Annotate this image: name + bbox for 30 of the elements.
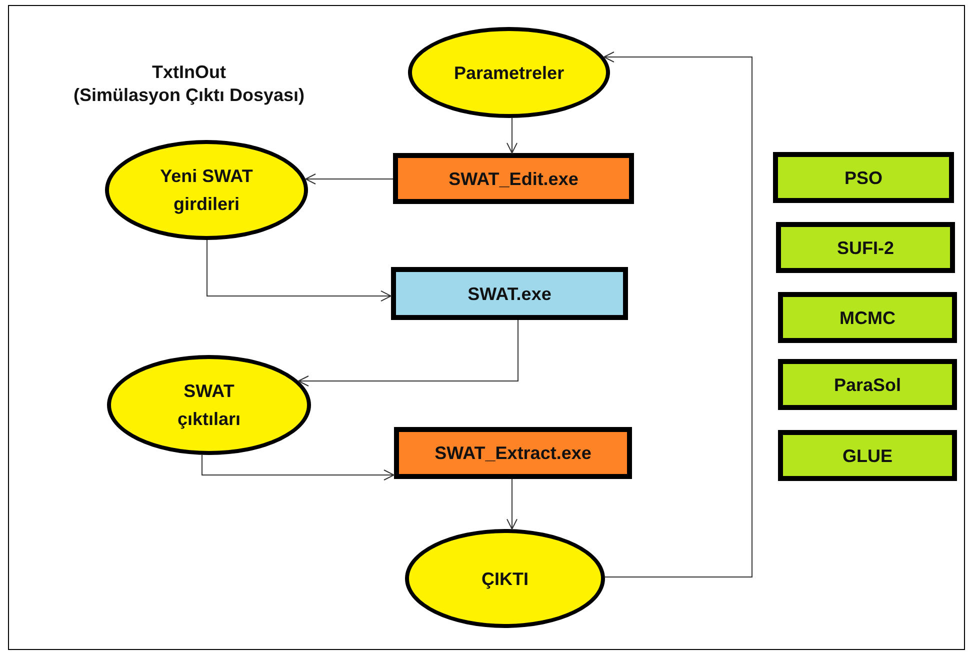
- frame-title: (Simülasyon Çıktı Dosyası): [72, 84, 306, 107]
- connector-arrow: [506, 117, 518, 154]
- process-box: [391, 267, 628, 320]
- connector-arrow: [603, 52, 752, 578]
- process-box: [394, 427, 632, 479]
- connector-arrow: [202, 454, 394, 480]
- node-label: Parametreler: [454, 62, 564, 84]
- process-box: [393, 153, 634, 204]
- node-label: SUFI-2: [836, 236, 894, 260]
- method-box: [778, 292, 957, 343]
- node-label: GLUE: [842, 444, 892, 468]
- node-label: MCMC: [840, 306, 896, 330]
- diagram-frame: [8, 5, 965, 650]
- node-label: ÇIKTI: [482, 568, 528, 591]
- node-label: SWAT.exe: [468, 282, 552, 306]
- frame-title: TxtInOut: [151, 61, 227, 84]
- node-label: SWAT çıktıları: [176, 380, 242, 431]
- method-box: [778, 430, 957, 481]
- node-label: SWAT_Edit.exe: [448, 168, 578, 190]
- node-label: SWAT_Extract.exe: [434, 442, 592, 465]
- method-box: [778, 359, 957, 410]
- connector-arrow: [298, 320, 518, 386]
- node-label: PSO: [844, 166, 882, 190]
- method-box: [773, 152, 954, 203]
- connector-arrow: [506, 478, 518, 530]
- node-label: ParaSol: [834, 374, 902, 396]
- connector-arrow: [206, 240, 392, 302]
- connector-arrow: [305, 174, 394, 184]
- method-box: [776, 222, 955, 273]
- node-label: Yeni SWAT girdileri: [159, 165, 254, 216]
